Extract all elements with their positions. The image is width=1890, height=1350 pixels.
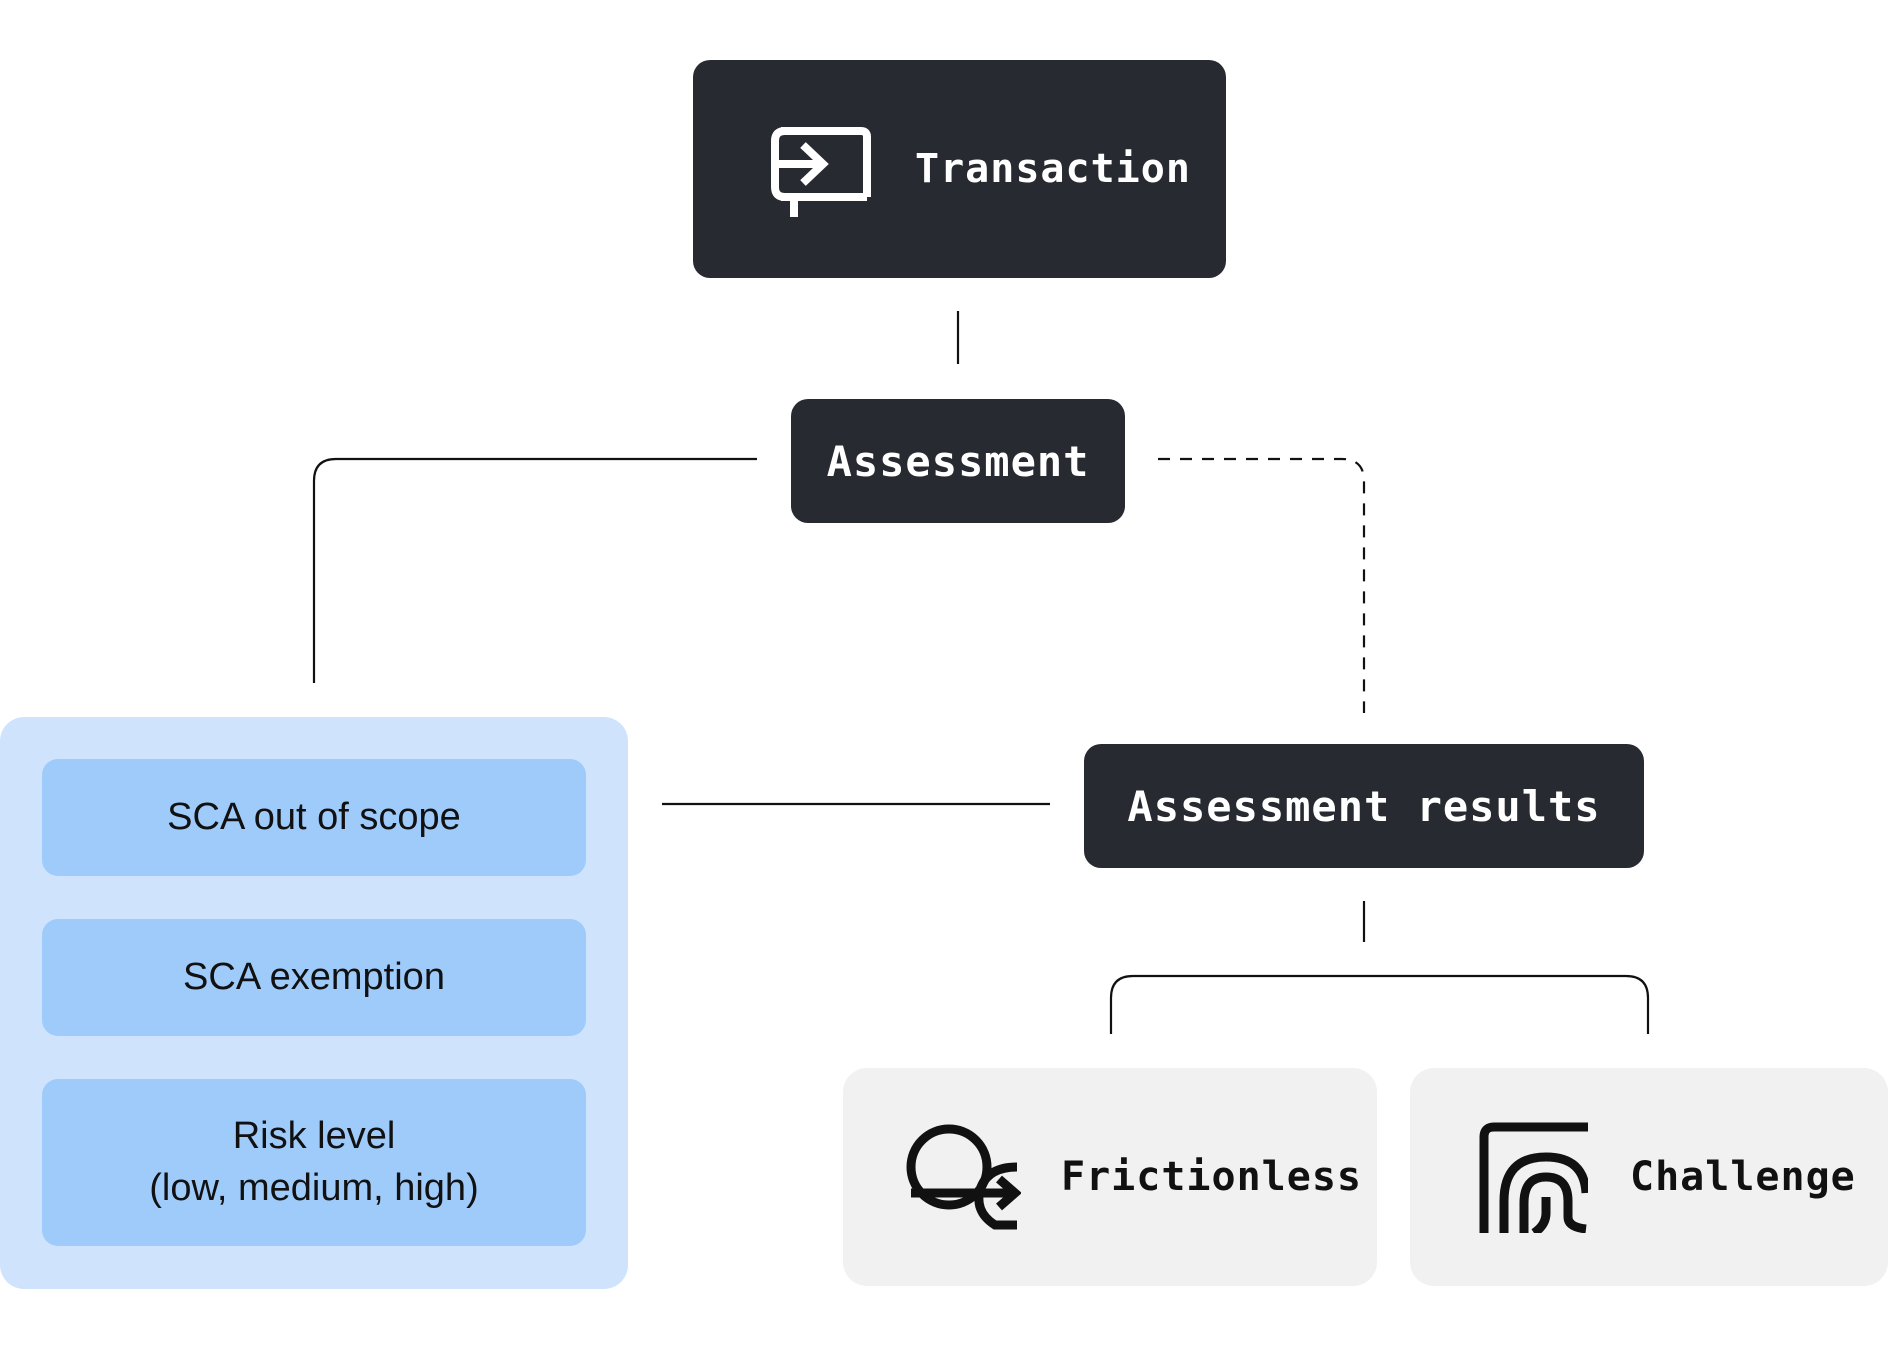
connector-assessment-factors	[312, 457, 757, 683]
factor-label: Risk level (low, medium, high)	[149, 1115, 479, 1209]
assessment-results-label: Assessment results	[1127, 781, 1601, 831]
frictionless-icon	[905, 1121, 1021, 1233]
transaction-icon	[761, 121, 871, 217]
assessment-results-node: Assessment results	[1084, 744, 1644, 868]
fingerprint-icon	[1478, 1121, 1588, 1233]
factor-sca-exemption: SCA exemption	[42, 919, 586, 1036]
frictionless-label: Frictionless	[1061, 1154, 1362, 1200]
factor-risk-level: Risk level (low, medium, high)	[42, 1079, 586, 1246]
assessment-factors-panel: SCA out of scope SCA exemption Risk leve…	[0, 717, 628, 1289]
factor-label: SCA exemption	[183, 955, 445, 998]
challenge-label: Challenge	[1630, 1154, 1856, 1200]
connector-assessment-results	[1158, 457, 1366, 713]
transaction-node: Transaction	[693, 60, 1226, 278]
connector-outcomes-branch	[1109, 974, 1650, 1034]
transaction-label: Transaction	[915, 146, 1191, 192]
factor-sca-out-of-scope: SCA out of scope	[42, 759, 586, 876]
frictionless-card: Frictionless	[843, 1068, 1377, 1286]
factor-label: SCA out of scope	[167, 795, 461, 838]
assessment-node: Assessment	[791, 399, 1125, 523]
assessment-label: Assessment	[826, 436, 1090, 486]
challenge-card: Challenge	[1410, 1068, 1888, 1286]
